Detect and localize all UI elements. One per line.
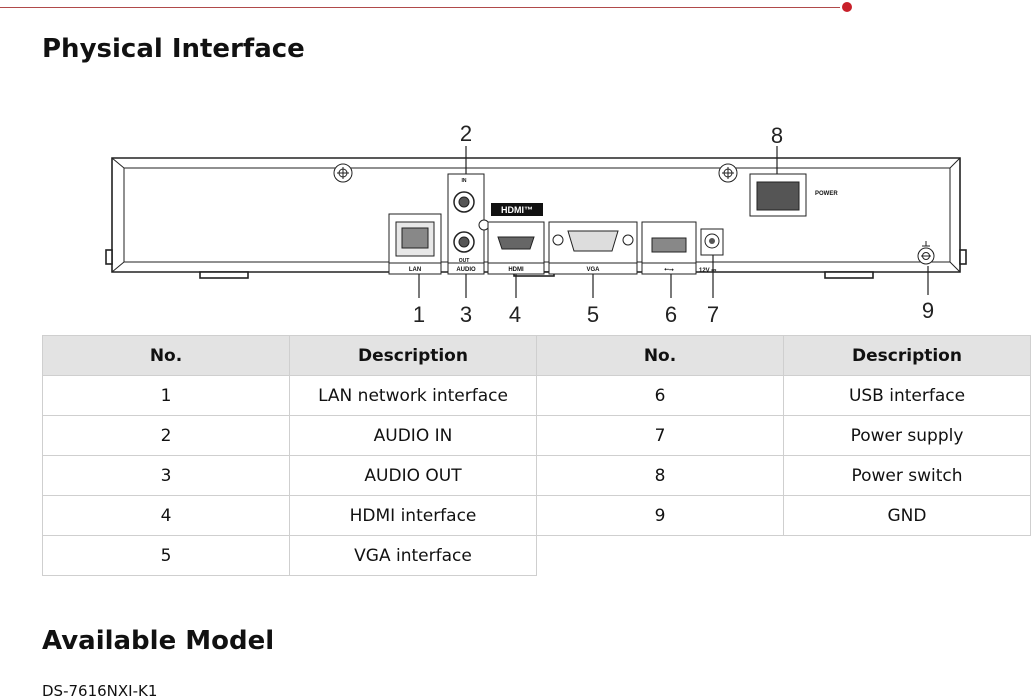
callout-3: 3: [460, 302, 472, 327]
table-row: 4 HDMI interface 9 GND: [42, 495, 1031, 536]
table-cell: 7: [536, 415, 784, 456]
power-switch: POWER: [749, 173, 838, 217]
table-cell: 9: [536, 495, 784, 536]
table-row: 2 AUDIO IN 7 Power supply: [42, 415, 1031, 456]
hdmi-label: HDMI: [508, 267, 524, 273]
usb-label: ⭠⭢: [664, 267, 674, 273]
audio-out-label: OUT: [459, 258, 470, 264]
callout-6: 6: [665, 302, 677, 327]
table-cell: AUDIO OUT: [289, 455, 537, 496]
available-model-heading: Available Model: [42, 626, 275, 656]
audio-ports: IN OUT AUDIO: [447, 173, 490, 275]
hdmi-port: HDMI™ HDMI: [487, 203, 545, 275]
table-cell-empty: [537, 536, 784, 576]
callout-8: 8: [771, 123, 783, 148]
table-cell: 4: [42, 495, 290, 536]
callout-5: 5: [587, 302, 599, 327]
table-cell: 2: [42, 415, 290, 456]
model-number: DS-7616NXI-K1: [42, 682, 158, 700]
power-label: POWER: [815, 191, 838, 197]
table-cell: 8: [536, 455, 784, 496]
table-row: 5 VGA interface: [42, 535, 1031, 576]
table-row: 3 AUDIO OUT 8 Power switch: [42, 455, 1031, 496]
lan-port: LAN: [388, 213, 442, 275]
dc-power-label: 12V ⎓: [699, 268, 716, 274]
vga-port: VGA: [548, 221, 638, 275]
callout-4: 4: [509, 302, 521, 327]
hdmi-logo: HDMI™: [501, 205, 533, 215]
top-divider-line: [0, 7, 840, 8]
physical-interface-heading: Physical Interface: [42, 34, 305, 64]
table-cell: 6: [536, 375, 784, 416]
usb-port: ⭠⭢: [641, 221, 697, 275]
gnd-screw: [917, 241, 935, 265]
table-cell: AUDIO IN: [289, 415, 537, 456]
callout-leaders: [418, 146, 929, 298]
header-description-1: Description: [289, 335, 537, 376]
header-description-2: Description: [783, 335, 1031, 376]
table-cell: USB interface: [783, 375, 1031, 416]
top-divider-dot: [842, 2, 852, 12]
table-cell: GND: [783, 495, 1031, 536]
table-cell: HDMI interface: [289, 495, 537, 536]
rear-panel-diagram: LAN IN OUT AUDIO HDMI™ HDMI VGA ⭠⭢: [105, 121, 967, 327]
table-cell: 5: [42, 535, 290, 576]
header-no-1: No.: [42, 335, 290, 376]
table-cell-empty: [784, 536, 1031, 576]
lan-label: LAN: [409, 267, 421, 273]
table-header-row: No. Description No. Description: [42, 335, 1031, 376]
header-no-2: No.: [536, 335, 784, 376]
callout-9: 9: [922, 298, 934, 323]
callout-7: 7: [707, 302, 719, 327]
table-cell: 3: [42, 455, 290, 496]
interface-table: No. Description No. Description 1 LAN ne…: [42, 335, 1031, 576]
audio-label: AUDIO: [456, 267, 476, 273]
table-row: 1 LAN network interface 6 USB interface: [42, 375, 1031, 416]
dc-power-port: 12V ⎓: [699, 228, 724, 274]
table-cell: Power supply: [783, 415, 1031, 456]
table-cell: Power switch: [783, 455, 1031, 496]
callout-2: 2: [460, 121, 472, 146]
table-cell: VGA interface: [289, 535, 537, 576]
audio-in-label: IN: [462, 178, 467, 184]
screw-left: [333, 163, 353, 183]
callout-1: 1: [413, 302, 425, 327]
table-cell: LAN network interface: [289, 375, 537, 416]
table-cell: 1: [42, 375, 290, 416]
vga-label: VGA: [586, 267, 600, 273]
screw-right: [718, 163, 738, 183]
